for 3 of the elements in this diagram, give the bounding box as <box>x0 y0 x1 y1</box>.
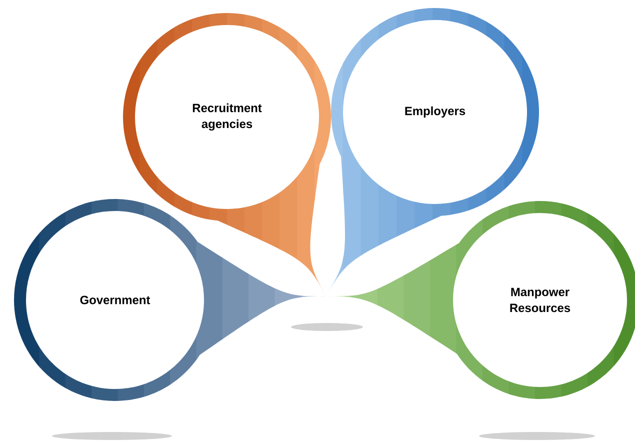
node-label: Employers <box>405 106 466 118</box>
node-label: Government <box>80 296 150 304</box>
node-label: Recruitment agencies <box>192 103 262 131</box>
